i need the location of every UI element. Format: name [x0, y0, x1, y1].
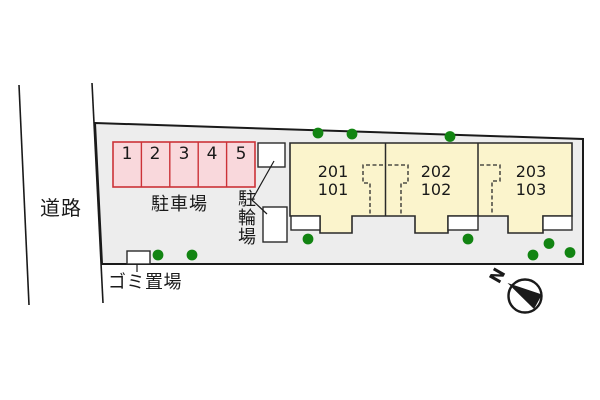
tree-dot [302, 233, 314, 245]
parking-area [112, 141, 256, 188]
unit-upper-number: 201 [317, 162, 349, 181]
bicycle-parking-label: 駐輪場 [235, 189, 256, 246]
unit-number: 202 102 [406, 163, 466, 199]
parking-stall-number: 4 [206, 144, 218, 164]
unit-upper-number: 202 [420, 162, 452, 181]
stairs-dashed [388, 164, 409, 214]
bicycle-rack-box [262, 206, 288, 243]
tree-dot [312, 127, 324, 139]
leader-line [251, 199, 268, 215]
parking-stall-number: 2 [149, 144, 161, 164]
road-label: 道路 [40, 196, 82, 220]
unit-lower-number: 103 [515, 180, 547, 199]
north-arrow-icon [507, 283, 542, 309]
road-right-edge-line [91, 82, 104, 304]
parking-stall-number: 5 [235, 144, 247, 164]
tree-dot [527, 249, 539, 261]
unit-number: 203 103 [501, 163, 561, 199]
compass [507, 278, 543, 314]
tree-dot [346, 128, 358, 140]
road-left-edge-line [18, 84, 30, 306]
leader-line [251, 160, 275, 201]
unit-lower-number: 102 [420, 180, 452, 199]
entrance-porch [542, 215, 573, 231]
garbage-box [126, 250, 151, 265]
tree-dot [543, 238, 555, 249]
entrance-porch [290, 215, 321, 231]
bicycle-rack-box [257, 142, 286, 168]
stairs-dashed [480, 164, 501, 214]
tree-dot [186, 249, 198, 261]
entrance-porch [447, 215, 479, 231]
stairs-dashed [362, 164, 383, 214]
garbage-area-label: ゴミ置場 [108, 272, 182, 293]
unit-number: 201 101 [303, 163, 363, 199]
parking-lot-label: 駐車場 [151, 194, 208, 215]
parking-stall-number: 1 [121, 144, 133, 164]
tree-dot [462, 233, 474, 245]
unit-lower-number: 101 [317, 180, 349, 199]
parking-stall-number: 3 [178, 144, 190, 164]
tree-dot [152, 249, 164, 261]
unit-upper-number: 203 [515, 162, 547, 181]
tree-dot [564, 247, 576, 258]
trees [152, 127, 576, 261]
tree-dot [444, 131, 456, 142]
